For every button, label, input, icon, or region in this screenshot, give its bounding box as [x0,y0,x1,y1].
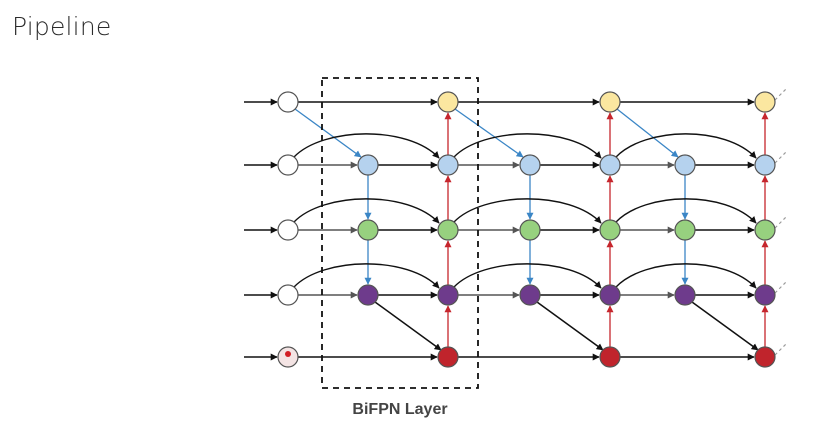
block1-td-diagonal-arrow [294,108,362,158]
block3-skip-curve-p5 [615,198,757,224]
block2-td-diagonal-arrow [454,108,524,158]
block1-skip-curve-p6 [293,133,440,159]
block1-out-node-p6 [437,154,459,176]
block2-out-node-p6 [599,154,621,176]
input-node-p6 [277,154,299,176]
block2-out-node-p7 [599,91,621,113]
block2-td-node-p4 [519,284,541,306]
block2-td-node-p5 [519,219,541,241]
block2-out-node-p3 [599,346,621,368]
bifpn-layer-label: BiFPN Layer [352,401,447,418]
block1-td-node-p5 [357,219,379,241]
block3-td-node-p5 [674,219,696,241]
block1-skip-curve-p4 [293,263,440,289]
trailing-dash-p3 [774,342,788,356]
block1-out-node-p5 [437,219,459,241]
block2-td-node-p6 [519,154,541,176]
nodes [277,91,776,368]
input-node-p5 [277,219,299,241]
block2-out-node-p5 [599,219,621,241]
block1-td-node-p4 [357,284,379,306]
block1-td-node-p6 [357,154,379,176]
block1-out-node-p3 [437,346,459,368]
block3-out-node-p6 [754,154,776,176]
trailing-dash-p4 [774,280,788,294]
block2-skip-curve-p5 [453,198,602,224]
input-node-p4 [277,284,299,306]
block1-td-to-p3-arrow [374,301,442,351]
block3-skip-curve-p4 [615,263,757,289]
block2-out-node-p4 [599,284,621,306]
block1-out-node-p4 [437,284,459,306]
trailing-dash-p7 [774,87,788,101]
block3-out-node-p7 [754,91,776,113]
block2-skip-curve-p4 [453,263,602,289]
input-node-p7 [277,91,299,113]
page-title: Pipeline [12,12,112,41]
block3-out-node-p5 [754,219,776,241]
block2-skip-curve-p6 [453,133,602,159]
block3-td-node-p6 [674,154,696,176]
trailing-dash-p6 [774,150,788,164]
block3-td-diagonal-arrow [616,108,679,158]
block2-td-to-p3-arrow [536,301,604,351]
block1-skip-curve-p5 [293,198,440,224]
block3-out-node-p3 [754,346,776,368]
bifpn-layer-box [321,77,479,389]
block1-out-node-p7 [437,91,459,113]
block3-td-node-p4 [674,284,696,306]
block3-out-node-p4 [754,284,776,306]
block3-skip-curve-p6 [615,133,757,159]
block3-td-to-p3-arrow [691,301,759,351]
input-node-p3-marker [285,351,291,357]
edges [244,87,788,361]
trailing-dash-p5 [774,215,788,229]
